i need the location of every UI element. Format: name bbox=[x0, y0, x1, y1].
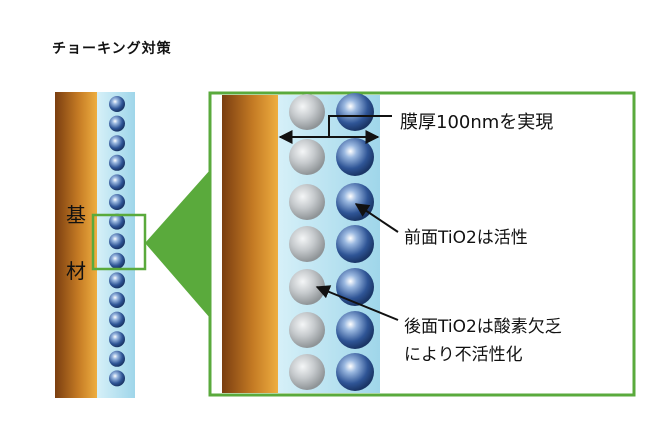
annotation-thickness: 膜厚100nmを実現 bbox=[400, 112, 553, 133]
front-active-sphere bbox=[336, 93, 374, 131]
substrate-magnified bbox=[222, 95, 278, 393]
back-inactive-sphere bbox=[289, 226, 325, 262]
zoom-funnel bbox=[145, 170, 210, 318]
magnified-sphere-columns bbox=[289, 93, 374, 391]
small-active-sphere bbox=[109, 115, 125, 132]
substrate-small bbox=[55, 92, 97, 398]
back-inactive-sphere bbox=[289, 139, 325, 175]
small-active-sphere bbox=[109, 154, 125, 171]
back-arrow bbox=[315, 285, 399, 321]
small-active-sphere bbox=[109, 96, 125, 112]
back-inactive-sphere bbox=[289, 184, 325, 220]
annotation-back-inactive-line2: により不活性化 bbox=[404, 345, 523, 365]
small-active-sphere bbox=[109, 233, 125, 250]
thickness-leader bbox=[328, 115, 392, 137]
small-active-sphere bbox=[109, 350, 125, 367]
back-inactive-sphere bbox=[289, 312, 325, 348]
substrate-label-2: 材 bbox=[66, 259, 86, 283]
small-active-sphere bbox=[109, 174, 125, 191]
front-active-sphere bbox=[336, 353, 374, 391]
front-active-sphere bbox=[336, 311, 374, 349]
front-active-sphere bbox=[336, 138, 374, 176]
back-inactive-sphere bbox=[289, 94, 325, 130]
small-active-sphere bbox=[109, 213, 125, 230]
small-active-sphere bbox=[109, 194, 125, 210]
small-active-sphere bbox=[109, 272, 125, 289]
small-sphere-column bbox=[109, 96, 125, 387]
front-active-sphere bbox=[336, 268, 374, 306]
small-active-sphere bbox=[109, 135, 125, 152]
zoom-selection-box bbox=[91, 213, 147, 271]
small-active-sphere bbox=[109, 292, 125, 308]
small-active-sphere bbox=[109, 370, 125, 387]
front-arrow bbox=[354, 203, 399, 233]
small-active-sphere bbox=[109, 311, 125, 328]
small-active-sphere bbox=[109, 252, 125, 269]
annotation-front-active: 前面TiO2は活性 bbox=[404, 228, 528, 248]
annotation-back-inactive-line1: 後面TiO2は酸素欠乏 bbox=[404, 317, 562, 337]
diagram-title: チョーキング対策 bbox=[52, 41, 172, 57]
front-active-sphere bbox=[336, 183, 374, 221]
substrate-label-1: 基 bbox=[66, 203, 86, 227]
small-active-sphere bbox=[109, 331, 125, 348]
back-inactive-sphere bbox=[289, 354, 325, 390]
front-active-sphere bbox=[336, 225, 374, 263]
